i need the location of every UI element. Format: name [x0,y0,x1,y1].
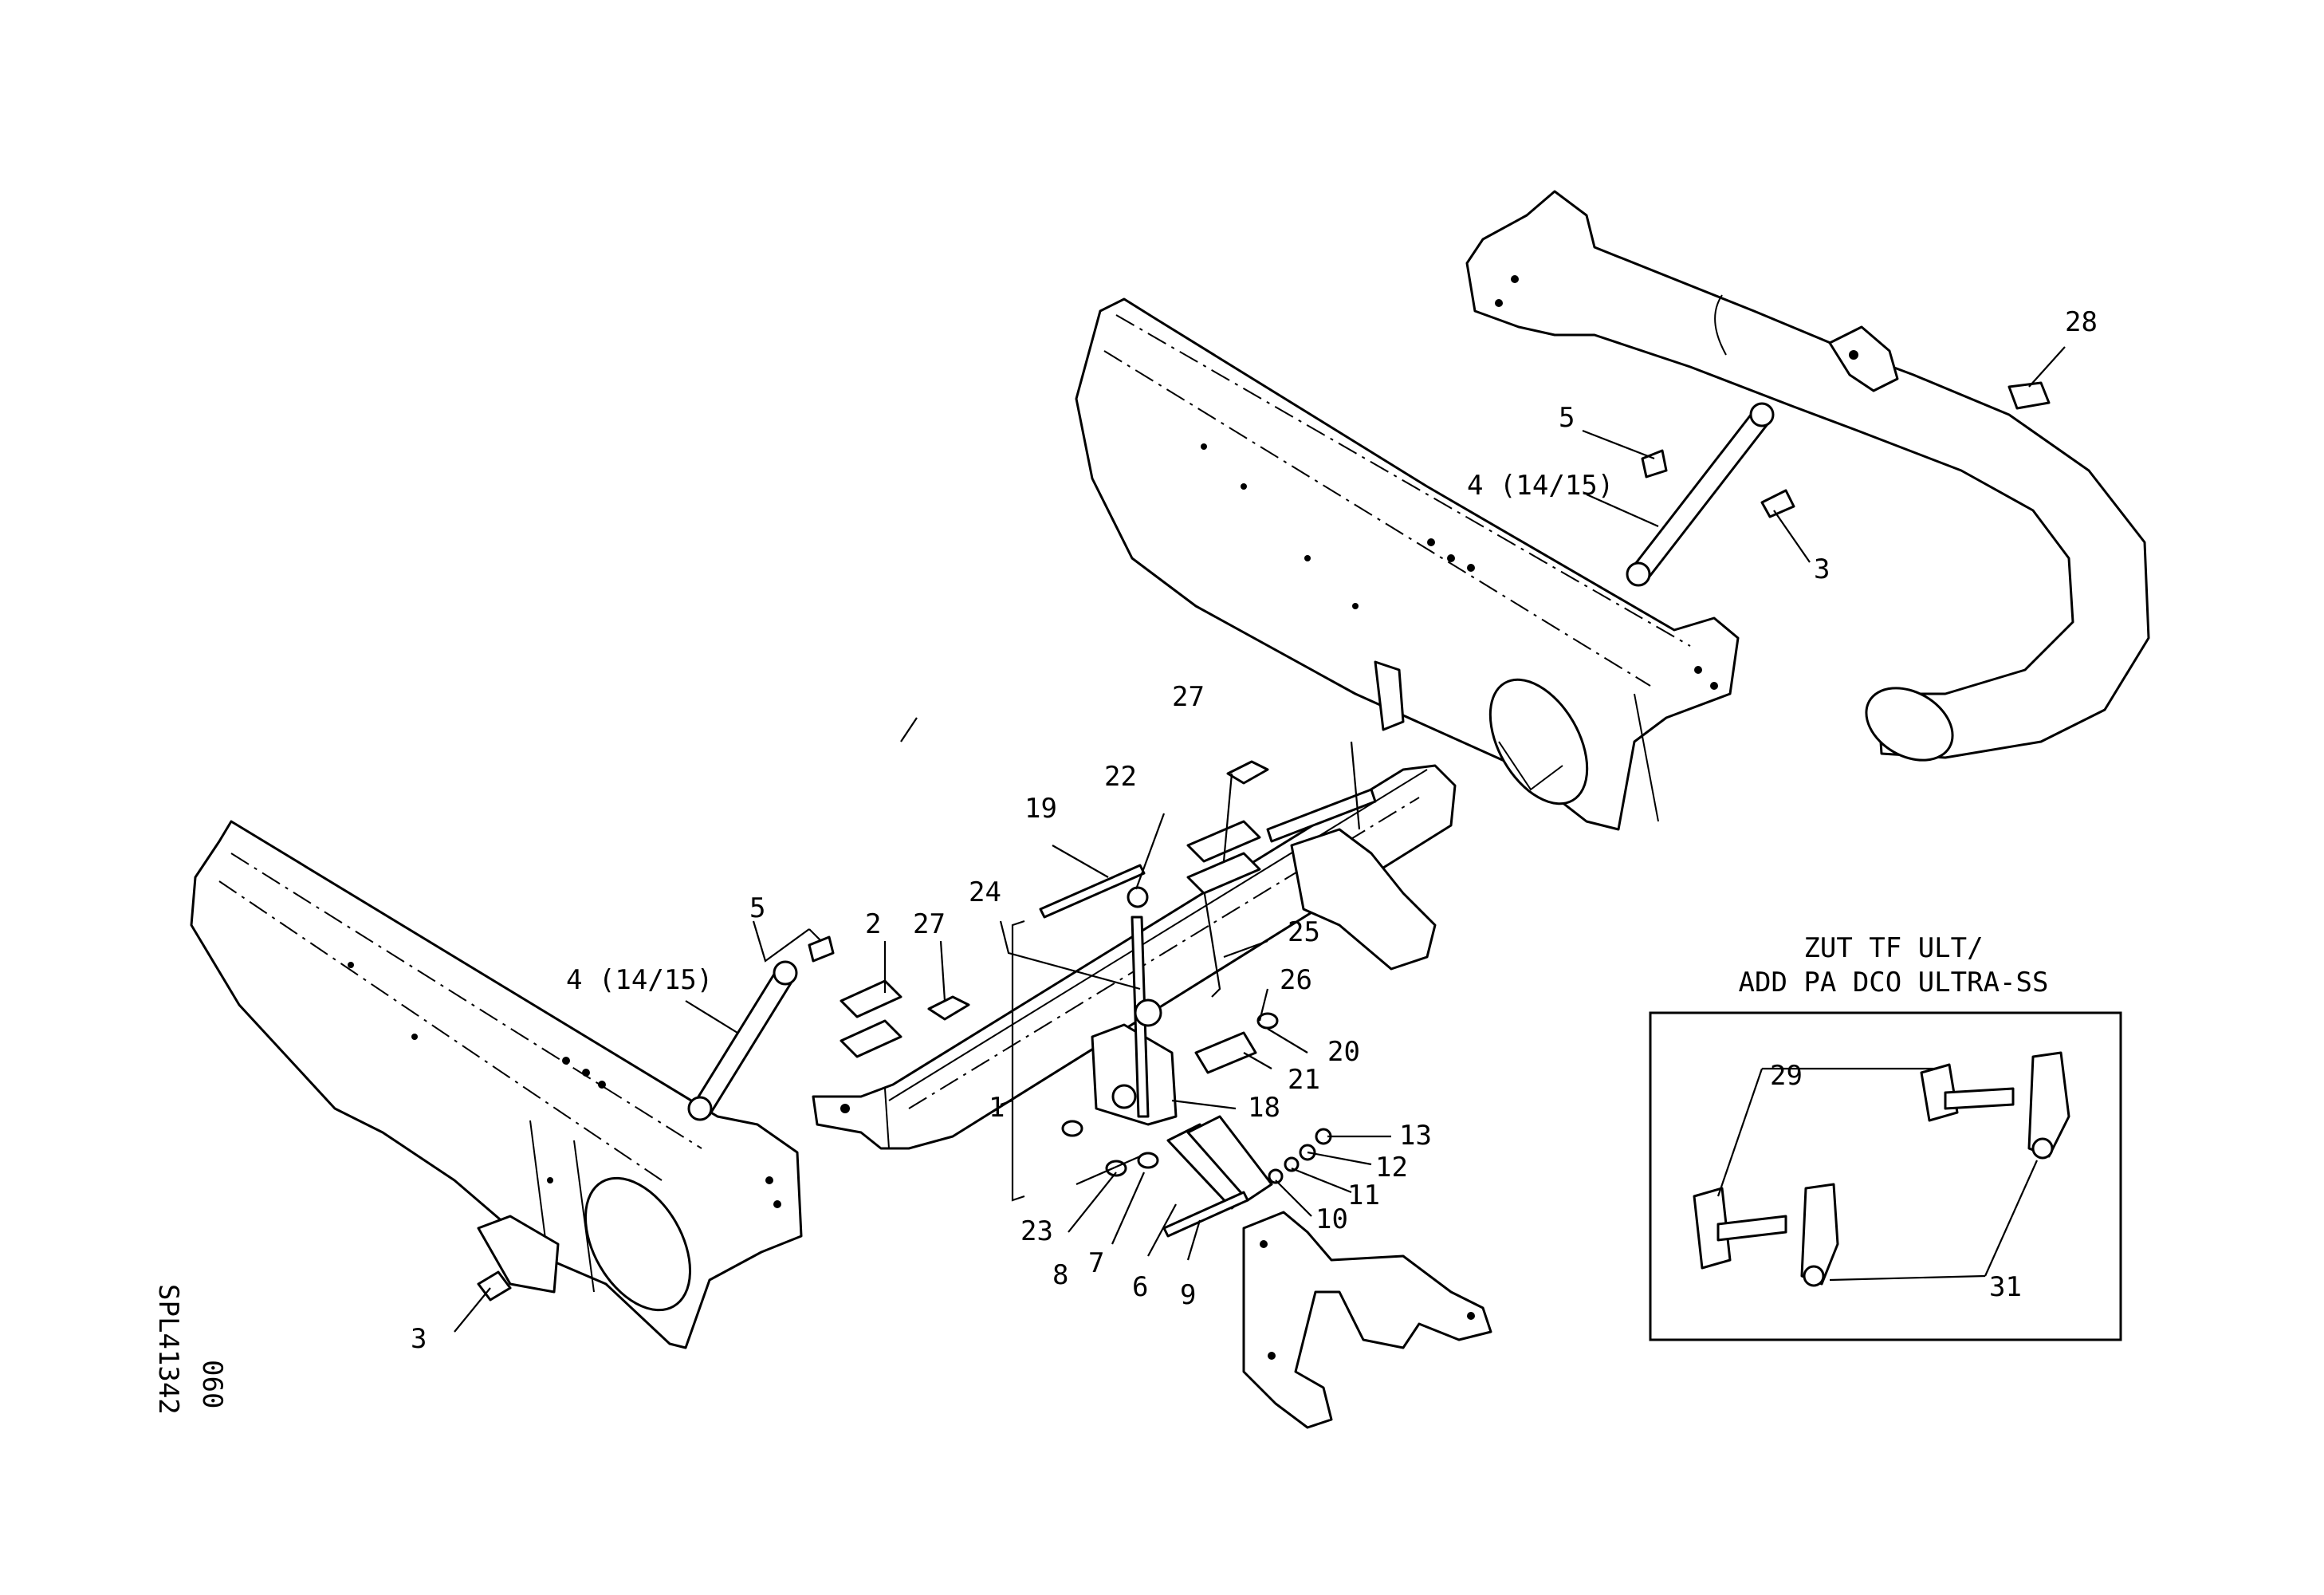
callout-22: 22 [1104,761,1137,793]
inset-title-line2: ADD PA DCO ULTRA-SS [1739,967,2049,998]
drawing-code: SPL41342 060 [152,1284,228,1415]
callout-27-left: 27 [913,908,946,940]
centre-mechanism [840,741,1492,1429]
callout-28: 28 [2065,306,2098,338]
callout-11: 11 [1347,1180,1380,1211]
callout-12: 12 [1375,1152,1408,1183]
right-frame-arm [1075,297,1740,831]
callout-labels: 28 5 4 (14/15) 3 27 22 19 24 25 26 20 21… [411,306,2098,1355]
callout-25: 25 [1288,916,1320,948]
callout-23: 23 [1020,1215,1053,1247]
struts [477,402,1795,1302]
callout-1: 1 [989,1092,1005,1124]
callout-27-top: 27 [1172,681,1205,713]
callout-3-left: 3 [411,1323,427,1355]
callout-8: 8 [1052,1259,1068,1291]
callout-24: 24 [969,876,1001,908]
callout-31: 31 [1989,1271,2022,1303]
callout-26: 26 [1280,964,1312,996]
callout-6: 6 [1132,1271,1148,1303]
callout-13: 13 [1399,1120,1432,1152]
callout-19: 19 [1024,793,1057,825]
callout-20: 20 [1327,1036,1360,1068]
drawing-code-line2: 060 [196,1360,228,1408]
callout-7: 7 [1088,1247,1104,1279]
leader-lines [454,346,2066,1333]
callout-3-right: 3 [1814,553,1830,585]
inset-box: ZUT TF ULT/ ADD PA DCO ULTRA-SS [1649,932,2122,1341]
inset-title-line1: ZUT TF ULT/ [1803,932,1983,964]
callout-10: 10 [1315,1203,1348,1235]
callout-5-left: 5 [749,892,765,924]
callout-5-right: 5 [1559,402,1575,434]
callout-18: 18 [1248,1092,1280,1124]
drawing-code-line1: SPL41342 [152,1284,184,1415]
left-frame-arm [190,820,803,1349]
callout-2: 2 [865,908,881,940]
callout-29: 29 [1770,1060,1803,1092]
callout-4-left: 4 (14/15) [566,964,713,996]
callout-21: 21 [1288,1064,1320,1096]
callout-9: 9 [1180,1279,1196,1311]
callout-4-right: 4 (14/15) [1467,470,1614,502]
upper-tube-assembly [1465,190,2150,762]
